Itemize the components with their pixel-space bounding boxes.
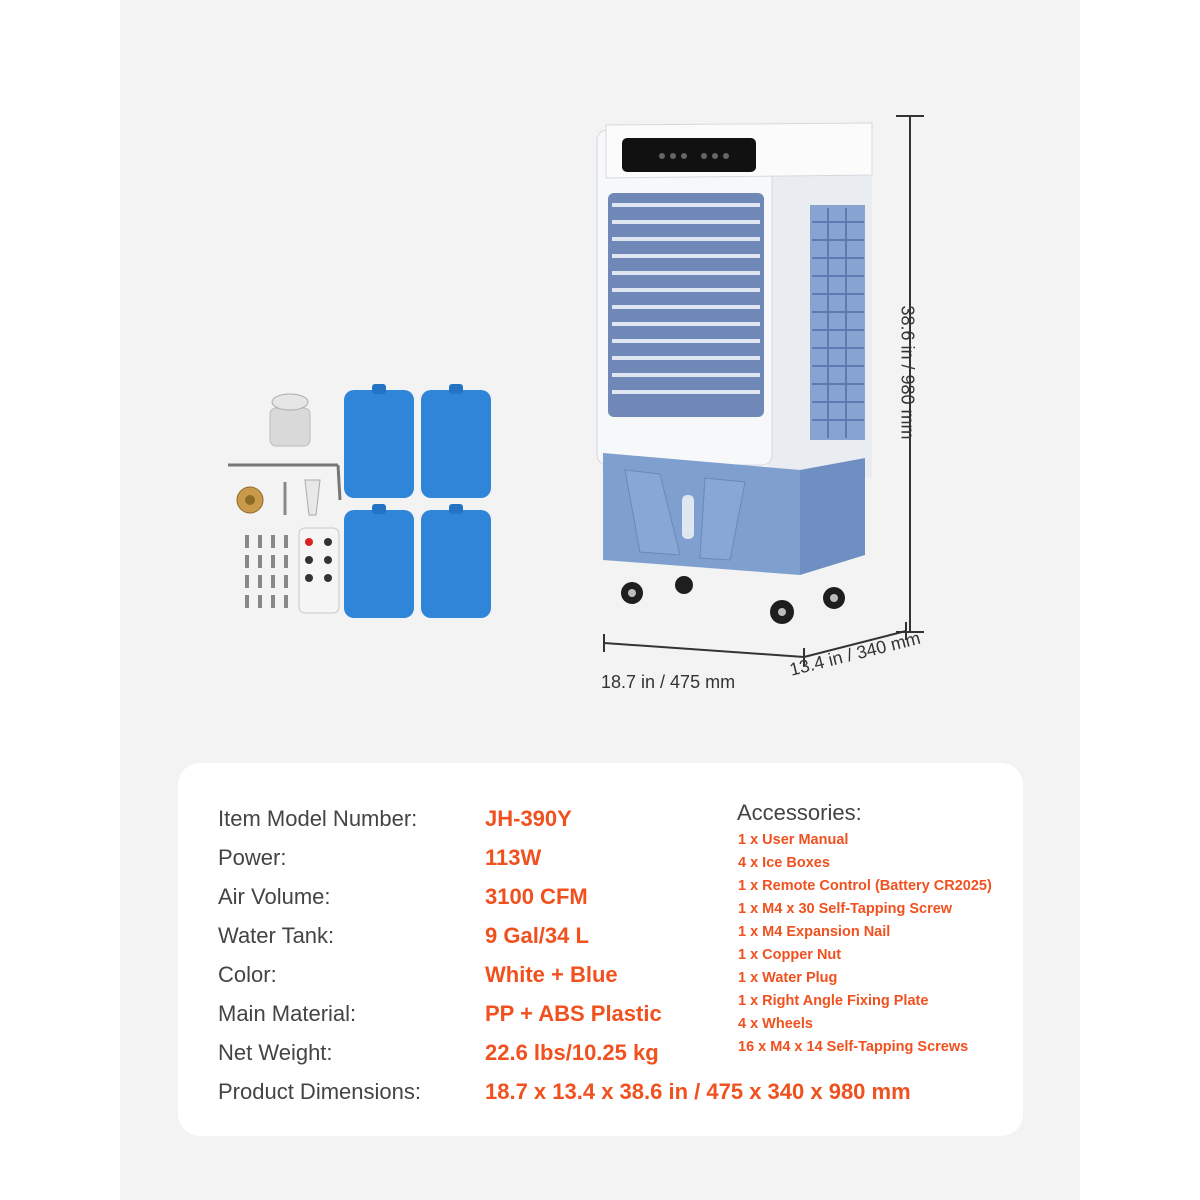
spec-value-color: White + Blue: [485, 962, 618, 987]
spec-value-weight: 22.6 lbs/10.25 kg: [485, 1040, 659, 1065]
small-screws-icon: [245, 535, 288, 608]
accessory-item: 1 x Water Plug: [738, 970, 838, 986]
width-dimension-line: [603, 622, 907, 666]
accessory-item: 16 x M4 x 14 Self-Tapping Screws: [738, 1039, 969, 1055]
accessories-title: Accessories:: [737, 800, 862, 825]
spec-label-color: Color:: [218, 962, 277, 987]
accessory-item: 1 x Right Angle Fixing Plate: [738, 993, 929, 1009]
spec-card: [178, 763, 1023, 1136]
spec-label-power: Power:: [218, 845, 287, 870]
accessory-item: 1 x Remote Control (Battery CR2025): [738, 878, 992, 894]
ice-boxes-icon: [344, 384, 491, 618]
accessory-item: 4 x Ice Boxes: [738, 855, 830, 871]
spec-label-material: Main Material:: [218, 1001, 357, 1026]
spec-value-dimensions: 18.7 x 13.4 x 38.6 in / 475 x 340 x 980 …: [485, 1079, 911, 1104]
accessory-item: 1 x User Manual: [738, 832, 849, 848]
spec-label-water-tank: Water Tank:: [218, 923, 335, 948]
accessory-item: 4 x Wheels: [738, 1016, 813, 1032]
spec-label-model: Item Model Number:: [218, 806, 418, 831]
air-cooler: [596, 122, 873, 624]
spec-value-air-volume: 3100 CFM: [485, 884, 588, 909]
spec-value-model: JH-390Y: [485, 806, 572, 831]
accessories-illustration: [228, 384, 491, 618]
fixing-plate-icon: [228, 463, 342, 501]
copper-nut-icon: [236, 486, 264, 514]
spec-label-weight: Net Weight:: [218, 1040, 333, 1065]
width-dimension-label: 18.7 in / 475 mm: [601, 672, 736, 692]
spec-value-material: PP + ABS Plastic: [485, 1001, 662, 1026]
height-dimension-label: 38.6 in / 980 mm: [897, 305, 918, 440]
spec-label-air-volume: Air Volume:: [218, 884, 331, 909]
spec-label-dimensions: Product Dimensions:: [218, 1079, 421, 1104]
accessory-item: 1 x Copper Nut: [738, 947, 842, 963]
expansion-nail-icon: [304, 479, 321, 516]
remote-control-icon: [298, 527, 340, 614]
spec-value-power: 113W: [485, 845, 542, 870]
water-plug-icon: [269, 393, 311, 447]
accessory-item: 1 x M4 Expansion Nail: [738, 924, 891, 940]
spec-value-water-tank: 9 Gal/34 L: [485, 923, 589, 948]
accessory-item: 1 x M4 x 30 Self-Tapping Screw: [738, 901, 953, 917]
